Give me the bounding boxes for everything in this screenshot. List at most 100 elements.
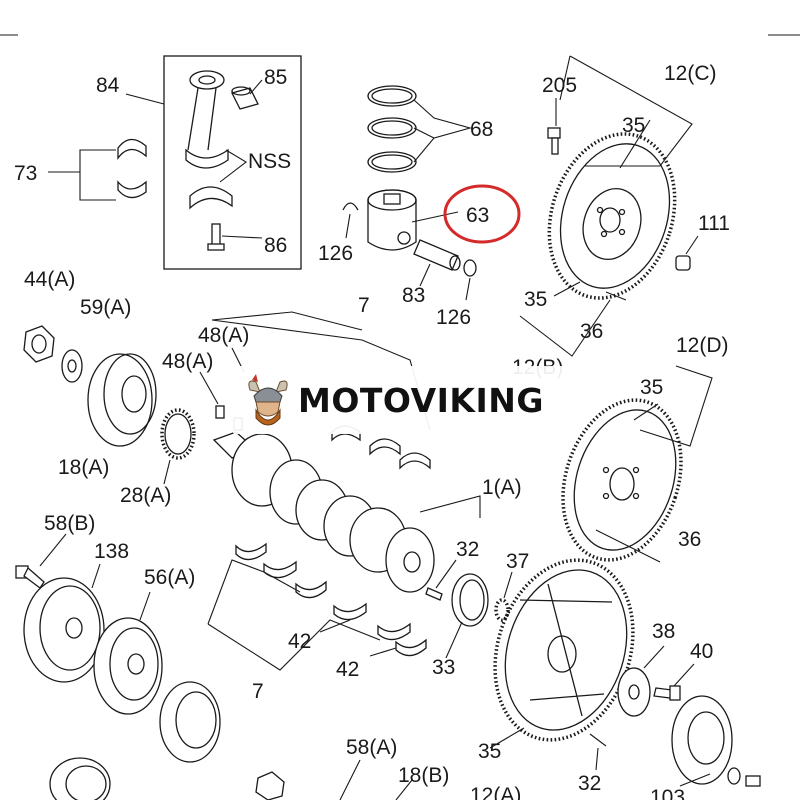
callout-68: 68 — [470, 118, 493, 141]
dowel-pin — [595, 529, 661, 563]
leader-line — [569, 55, 693, 167]
callout-37: 37 — [506, 550, 529, 573]
dowel-pin — [605, 291, 627, 301]
callout-44a: 44(A) — [24, 268, 75, 291]
callout-126-right: 126 — [436, 306, 471, 329]
callout-12c: 12(C) — [664, 62, 717, 85]
leader-line — [419, 263, 431, 287]
gear-28a — [160, 408, 196, 460]
callout-32-top: 32 — [456, 538, 479, 561]
callout-35-top: 35 — [622, 114, 645, 137]
callout-28a: 28(A) — [120, 484, 171, 507]
key-48a — [215, 405, 225, 419]
callout-58b: 58(B) — [44, 512, 95, 535]
pulley-103 — [671, 695, 733, 785]
pulley-lower — [159, 681, 221, 763]
callout-56a: 56(A) — [144, 566, 195, 589]
leader-line — [207, 559, 301, 625]
callout-33: 33 — [432, 656, 455, 679]
circlip-left — [342, 202, 359, 211]
leader-line — [643, 645, 665, 669]
piston-pin — [413, 239, 461, 271]
pulley-bottom — [49, 757, 111, 800]
callout-40: 40 — [690, 640, 713, 663]
leader-line — [519, 299, 611, 357]
piston-rings — [367, 85, 417, 173]
callout-84: 84 — [96, 74, 120, 97]
leader-line — [619, 119, 651, 169]
leader-line — [219, 149, 247, 183]
callout-85: 85 — [264, 66, 287, 89]
leader-line — [199, 371, 219, 405]
callout-205: 205 — [542, 74, 577, 97]
connecting-rod-group-box — [163, 55, 302, 270]
callout-35-mid: 35 — [524, 288, 547, 311]
rod-bolt — [207, 223, 225, 251]
leader-line — [413, 137, 435, 163]
callout-18a: 18(A) — [58, 456, 109, 479]
leader-line — [411, 211, 459, 223]
callout-36-top: 36 — [580, 320, 603, 343]
leader-line — [679, 773, 711, 787]
crankshaft — [212, 431, 435, 593]
leader-line — [139, 591, 151, 621]
callout-83: 83 — [402, 284, 425, 307]
callout-63: 63 — [466, 204, 489, 227]
leader-line — [339, 759, 361, 800]
leader-line — [125, 93, 165, 105]
viking-logo-icon — [248, 374, 288, 426]
callout-48a-bottom: 48(A) — [162, 350, 213, 373]
leader-line — [595, 747, 599, 771]
leader-line — [221, 235, 263, 239]
callout-58a: 58(A) — [346, 736, 397, 759]
callout-42-right: 42 — [336, 658, 359, 681]
leader-line — [553, 281, 581, 297]
leader-line — [559, 55, 571, 101]
nut-44a — [23, 325, 55, 363]
leader-line — [489, 727, 525, 749]
leader-line — [249, 79, 263, 95]
leader-line — [435, 559, 457, 589]
highlight-circle — [443, 184, 521, 244]
pulley-56a — [93, 617, 163, 715]
callout-138: 138 — [94, 540, 129, 563]
leader-line — [163, 459, 171, 485]
leader-line — [685, 235, 699, 255]
circlip-right — [463, 259, 477, 277]
dowel-32a — [425, 587, 443, 601]
callout-nss: NSS — [248, 150, 291, 173]
callout-7-bottom: 7 — [252, 680, 264, 703]
leader-line — [419, 495, 481, 518]
leader-line — [395, 779, 413, 800]
callout-48a-top: 48(A) — [198, 324, 249, 347]
connecting-rod — [185, 70, 229, 169]
nut-58a — [255, 771, 285, 800]
leader-line — [639, 365, 713, 447]
flywheel-bolt — [547, 127, 561, 155]
callout-18b: 18(B) — [398, 764, 449, 787]
washer-hole — [67, 359, 77, 373]
flywheel-12d — [561, 398, 683, 562]
rod-cap — [189, 186, 233, 210]
leader-line — [91, 563, 101, 589]
washer-small — [727, 767, 741, 785]
callout-36-d: 36 — [678, 528, 701, 551]
watermark-banner: MOTOVIKING — [232, 366, 570, 434]
bolt-small — [745, 775, 761, 787]
callout-35-d: 35 — [640, 376, 663, 399]
callout-12a: 12(A) — [470, 784, 521, 800]
flywheel-12a — [493, 558, 635, 742]
callout-42-left: 42 — [288, 630, 311, 653]
piston — [367, 189, 417, 251]
bolt-40 — [653, 685, 681, 701]
callout-111: 111 — [698, 212, 730, 235]
leader-line — [465, 277, 471, 301]
callout-32-bottom: 32 — [578, 772, 601, 795]
leader-line — [503, 571, 513, 599]
nut-111 — [675, 255, 691, 271]
dowel-pin — [589, 733, 607, 747]
callout-7-top: 7 — [358, 294, 370, 317]
seal-33 — [451, 573, 489, 627]
leader-line — [369, 647, 397, 657]
